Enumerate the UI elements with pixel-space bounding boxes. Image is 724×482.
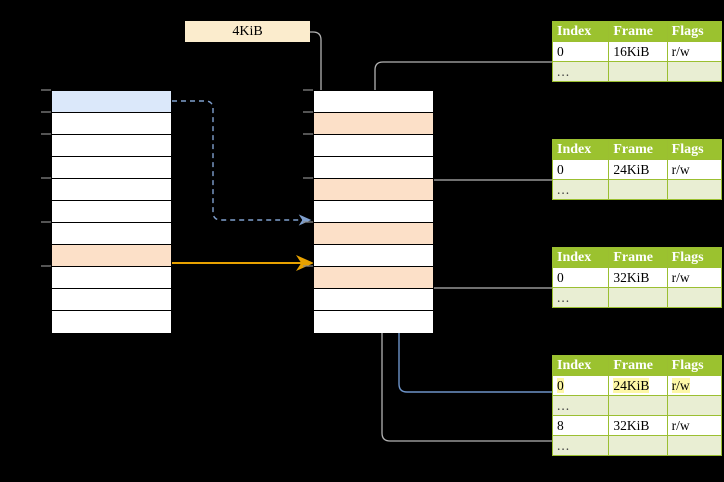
cell-idx: 8	[551, 415, 610, 436]
cell-flg	[666, 395, 723, 416]
physical-row-row-1[interactable]	[314, 113, 433, 135]
cell-flg	[666, 287, 723, 308]
cell-frm: 32KiB	[608, 267, 668, 288]
cell-flg: r/w	[666, 159, 723, 180]
cell-idx: ...	[551, 61, 610, 82]
cell-idx: ...	[551, 179, 610, 200]
physical-row-row-10[interactable]	[314, 311, 433, 333]
wire-table2-to-phys-row-6	[411, 179, 552, 232]
table-row[interactable]: ...	[551, 435, 723, 456]
virtual-row-row-9[interactable]	[52, 289, 171, 311]
physical-row-row-6[interactable]	[314, 223, 433, 245]
column-header-frame: Frame	[608, 139, 668, 160]
table-row[interactable]: 0 24KiB r/w	[551, 375, 723, 396]
physical-row-row-2[interactable]	[314, 135, 433, 157]
highlighted-value: r/w	[671, 377, 690, 393]
cell-frm	[608, 179, 668, 200]
page-size-label-text: 4KiB	[232, 23, 263, 39]
physical-address-space-column	[313, 90, 434, 333]
column-header-index: Index	[551, 355, 610, 376]
virtual-row-row-1[interactable]	[52, 113, 171, 135]
cell-flg	[666, 179, 723, 200]
column-header-frame: Frame	[608, 355, 668, 376]
physical-row-row-9[interactable]	[314, 289, 433, 311]
wire-size-label-to-phys-row-1	[250, 31, 327, 122]
cell-flg: r/w	[666, 267, 723, 288]
virtual-row-row-4[interactable]	[52, 179, 171, 201]
cell-idx: 0	[551, 41, 610, 62]
cell-idx: ...	[551, 395, 610, 416]
cell-flg	[666, 61, 723, 82]
cell-frm: 16KiB	[608, 41, 668, 62]
table-row[interactable]: ...	[551, 395, 723, 416]
cell-frm	[608, 435, 668, 456]
physical-row-row-7[interactable]	[314, 245, 433, 267]
physical-row-row-4[interactable]	[314, 179, 433, 201]
cell-idx: ...	[551, 435, 610, 456]
table-row[interactable]: ...	[551, 179, 723, 200]
cell-frm	[608, 287, 668, 308]
page-size-label: 4KiB	[185, 21, 310, 42]
physical-row-row-8[interactable]	[314, 267, 433, 289]
cell-flg: r/w	[666, 41, 723, 62]
highlighted-value: 24KiB	[613, 377, 650, 393]
cell-flg: r/w	[666, 375, 723, 396]
cell-flg: r/w	[666, 415, 723, 436]
physical-row-row-3[interactable]	[314, 157, 433, 179]
column-header-flags: Flags	[666, 355, 723, 376]
cell-frm	[608, 395, 668, 416]
wire-table3-to-phys-row-8	[411, 266, 552, 290]
highlighted-value: 0	[557, 377, 564, 393]
virtual-row-row-0[interactable]	[52, 91, 171, 113]
column-header-flags: Flags	[666, 247, 723, 268]
cell-flg	[666, 435, 723, 456]
cell-frm: 24KiB	[608, 159, 668, 180]
virtual-row-row-8[interactable]	[52, 267, 171, 289]
cell-idx: ...	[551, 287, 610, 308]
virtual-row-row-10[interactable]	[52, 311, 171, 333]
virtual-row-row-3[interactable]	[52, 157, 171, 179]
column-header-flags: Flags	[666, 21, 723, 42]
column-header-index: Index	[551, 21, 610, 42]
cell-idx: 0	[551, 267, 610, 288]
virtual-row-row-7[interactable]	[52, 245, 171, 267]
column-header-flags: Flags	[666, 139, 723, 160]
column-header-index: Index	[551, 139, 610, 160]
column-header-frame: Frame	[608, 21, 668, 42]
cell-frm: 24KiB	[608, 375, 668, 396]
column-header-index: Index	[551, 247, 610, 268]
cell-frm: 32KiB	[608, 415, 668, 436]
virtual-address-space-column	[51, 90, 172, 333]
physical-row-row-0[interactable]	[314, 91, 433, 113]
virtual-row-row-5[interactable]	[52, 201, 171, 223]
table-row[interactable]: ...	[551, 287, 723, 308]
wire-virt-row0-to-phys-row-6	[172, 100, 312, 226]
cell-idx: 0	[551, 375, 610, 396]
virtual-row-row-2[interactable]	[52, 135, 171, 157]
cell-frm	[608, 61, 668, 82]
virtual-row-row-6[interactable]	[52, 223, 171, 245]
cell-idx: 0	[551, 159, 610, 180]
physical-row-row-5[interactable]	[314, 201, 433, 223]
column-header-frame: Frame	[608, 247, 668, 268]
table-row[interactable]: ...	[551, 61, 723, 82]
